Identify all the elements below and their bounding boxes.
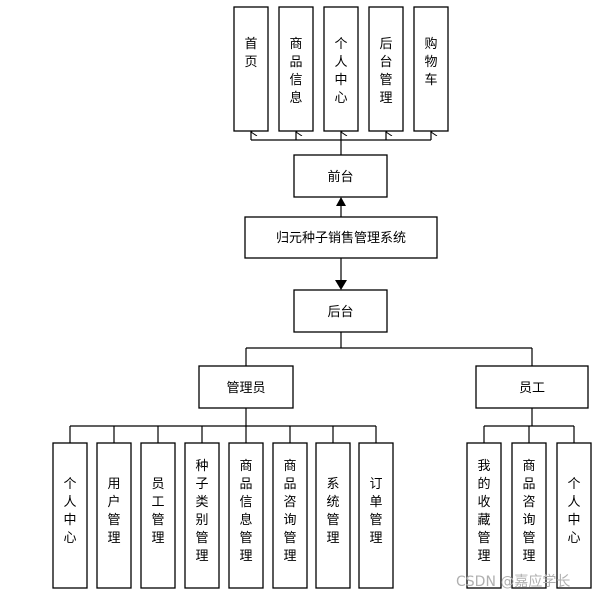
csdn-watermark: CSDN @嘉应学长 (456, 573, 570, 590)
system-to-front-arrow (336, 197, 346, 217)
admin-item-box-user-mgmt: 用户管理 (96, 442, 132, 589)
admin-connectors (69, 408, 377, 443)
admin-item-label: 系统管理 (326, 477, 339, 546)
admin-item-label: 用户管理 (107, 477, 120, 546)
front-item-box-home: 首页 (233, 6, 269, 132)
front-item-label: 购物车 (424, 36, 437, 88)
admin-item-label: 种子类别管理 (195, 459, 208, 564)
front-item-box-backend-mgmt: 后台管理 (368, 6, 404, 132)
front-connectors (251, 132, 431, 155)
front-item-box-cart: 购物车 (413, 6, 449, 132)
admin-item-label: 员工管理 (151, 477, 164, 546)
admin-item-box-system-mgmt: 系统管理 (315, 442, 351, 589)
staff-item-label: 商品咨询管理 (522, 459, 535, 564)
front-item-label: 首页 (244, 37, 257, 70)
admin-item-label: 个人中心 (63, 477, 76, 546)
admin-item-label: 商品信息管理 (239, 459, 252, 564)
admin-label: 管理员 (226, 381, 265, 396)
staff-label: 员工 (519, 381, 545, 396)
admin-item-box-seed-category-mgmt: 种子类别管理 (184, 442, 220, 589)
back-label: 后台 (327, 305, 353, 320)
front-item-box-product-info: 商品信息 (278, 6, 314, 132)
admin-item-box-staff-mgmt: 员工管理 (140, 442, 176, 589)
system-to-back-arrow (335, 258, 347, 290)
staff-item-label: 个人中心 (567, 477, 580, 546)
back-box: 后台 (293, 289, 388, 333)
front-label: 前台 (327, 169, 353, 185)
staff-item-box-personal-center: 个人中心 (556, 442, 592, 589)
admin-item-box-product-info-mgmt: 商品信息管理 (228, 442, 264, 589)
admin-item-box-order-mgmt: 订单管理 (358, 442, 394, 589)
admin-item-label: 订单管理 (369, 477, 382, 546)
front-item-label: 个人中心 (334, 37, 347, 106)
front-item-box-personal-center: 个人中心 (323, 6, 359, 132)
admin-item-label: 商品咨询管理 (283, 459, 296, 564)
staff-item-box-product-consult-mgmt: 商品咨询管理 (511, 442, 547, 589)
admin-item-box-personal-center: 个人中心 (52, 442, 88, 589)
admin-item-box-product-consult-mgmt: 商品咨询管理 (272, 442, 308, 589)
front-item-label: 后台管理 (379, 37, 392, 106)
staff-item-label: 我的收藏管理 (477, 459, 490, 564)
system-title: 归元种子销售管理系统 (276, 230, 406, 246)
staff-box: 员工 (475, 365, 589, 409)
staff-item-box-favorites-mgmt: 我的收藏管理 (466, 442, 502, 589)
front-box: 前台 (293, 154, 388, 198)
admin-box: 管理员 (198, 365, 294, 409)
back-connectors (245, 332, 533, 366)
system-box: 归元种子销售管理系统 (244, 216, 438, 259)
staff-connectors (483, 408, 575, 443)
front-item-label: 商品信息 (289, 37, 302, 106)
